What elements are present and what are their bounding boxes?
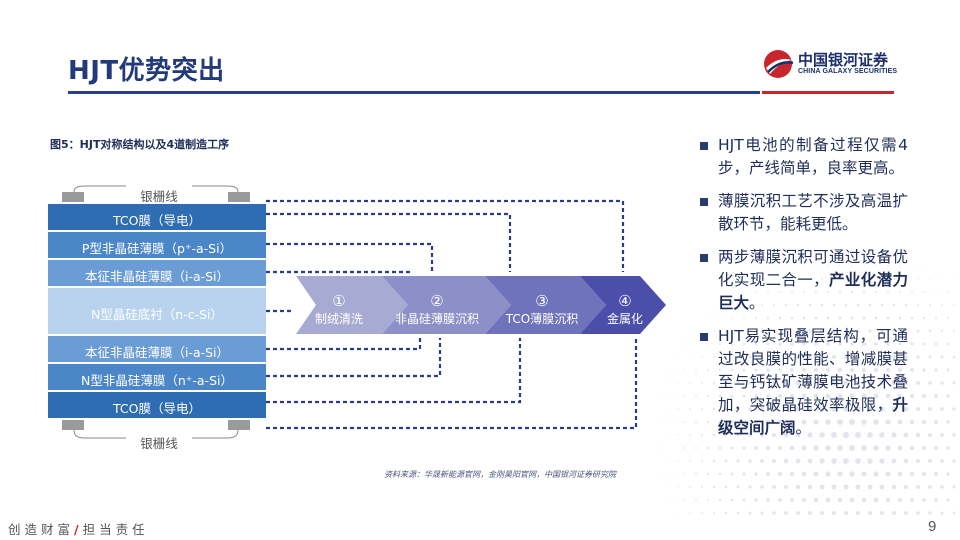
galaxy-logo-icon (764, 50, 794, 78)
layer-n-type (48, 364, 266, 390)
step-1-number: ① (332, 292, 345, 310)
list-item: 两步薄膜沉积可通过设备优化实现二合一，产业化潜力巨大。 (700, 246, 908, 315)
layer-label-intrinsic-top: 本征非晶硅薄膜（i-a-Si） (84, 269, 230, 284)
process-connectors (266, 199, 638, 430)
silver-grid-top-right (228, 192, 250, 202)
step-1-chevron (296, 276, 408, 334)
silver-grid-bottom-right (228, 420, 250, 430)
layer-label-tco-bottom: TCO膜（导电） (113, 401, 201, 416)
layer-label-p-type: P型非晶硅薄膜（p⁺-a-Si） (81, 241, 233, 256)
list-item: HJT电池的制备过程仅需4步，产线简单，良率更高。 (700, 134, 908, 180)
header-divider-red (762, 91, 894, 94)
decorative-dot-pattern (659, 252, 956, 516)
bullet-square-icon (700, 198, 708, 206)
bullet-emphasis: 升级空间广阔 (718, 396, 908, 437)
logo-text-cn: 中国银河证券 (798, 51, 889, 69)
page-number: 9 (928, 518, 937, 535)
layer-label-n-type: N型非晶硅薄膜（n⁺-a-Si） (81, 373, 233, 388)
layer-p-type (48, 232, 266, 258)
bullet-square-icon (700, 333, 708, 341)
layer-label-n-substrate: N型晶硅底衬（n-c-Si） (90, 307, 224, 322)
step-3-label: TCO薄膜沉积 (505, 311, 578, 326)
figure-caption: 图5：HJT对称结构以及4道制造工序 (50, 138, 230, 151)
step-1-label: 制绒清洗 (315, 312, 363, 326)
advantage-list: HJT电池的制备过程仅需4步，产线简单，良率更高。 薄膜沉积工艺不涉及高温扩散环… (700, 134, 908, 450)
layer-tco-top (48, 204, 266, 230)
company-logo: 中国银河证券 CHINA GALAXY SECURITIES (762, 46, 912, 82)
hjt-structure-diagram: ① 制绒清洗 ② 非晶硅薄膜沉积 ③ TCO薄膜沉积 ④ 金属化 银栅线 TCO… (40, 166, 680, 466)
step-4-number: ④ (618, 292, 631, 310)
layer-tco-bottom (48, 392, 266, 418)
layer-n-substrate (48, 288, 266, 334)
layer-intrinsic-top (48, 260, 266, 286)
step-3-number: ③ (535, 292, 548, 310)
silver-grid-top-left (62, 192, 84, 202)
grid-line-bracket-bottom (73, 429, 239, 439)
step-2-number: ② (430, 292, 443, 310)
list-item: HJT易实现叠层结构，可通过改良膜的性能、增减膜甚至与钙钛矿薄膜电池技术叠加，突… (700, 325, 908, 440)
list-item: 薄膜沉积工艺不涉及高温扩散环节，能耗更低。 (700, 190, 908, 236)
step-4-chevron (580, 276, 666, 334)
logo-text-en: CHINA GALAXY SECURITIES (798, 68, 898, 75)
layer-intrinsic-bottom (48, 336, 266, 362)
step-3-chevron (485, 276, 606, 334)
bullet-square-icon (700, 142, 708, 150)
page-title: HJT优势突出 (68, 56, 225, 86)
silver-grid-bottom-left (62, 420, 84, 430)
footer-slogan: 创造财富/担当责任 (8, 522, 149, 537)
source-note: 资料来源：华晟新能源官网，金刚昊阳官网，中国银河证券研究院 (384, 470, 616, 479)
grid-line-bracket-top (73, 185, 239, 193)
step-4-label: 金属化 (607, 311, 643, 326)
header-divider-blue (68, 91, 760, 94)
bullet-square-icon (700, 254, 708, 262)
grid-line-label-top: 银栅线 (140, 189, 178, 204)
layer-label-tco-top: TCO膜（导电） (113, 213, 201, 228)
layer-label-intrinsic-bottom: 本征非晶硅薄膜（i-a-Si） (84, 345, 230, 360)
grid-line-label-bottom: 银栅线 (140, 436, 178, 451)
step-2-chevron (382, 276, 511, 334)
diagram-canvas: ① 制绒清洗 ② 非晶硅薄膜沉积 ③ TCO薄膜沉积 ④ 金属化 (48, 185, 666, 439)
step-2-label: 非晶硅薄膜沉积 (395, 311, 479, 326)
bullet-emphasis: 产业化潜力巨大 (718, 271, 908, 312)
